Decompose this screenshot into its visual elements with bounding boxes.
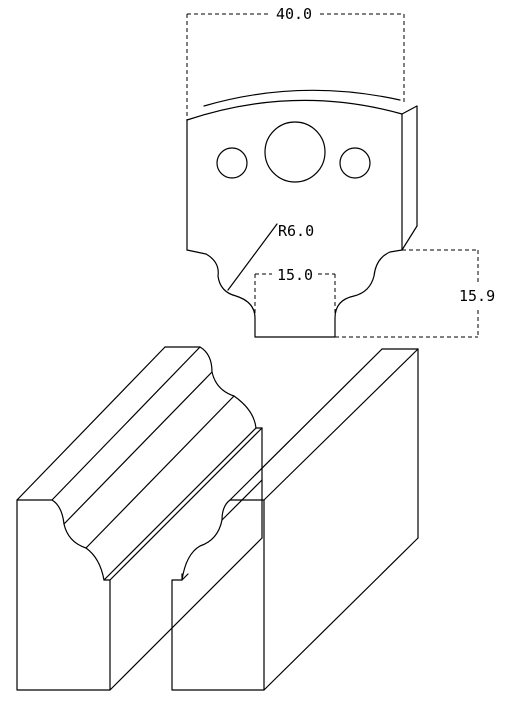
radius-dimension-label: R6.0	[278, 222, 314, 240]
knife-bottom-profile	[186, 249, 403, 338]
left-block-groove-line-2	[85, 395, 235, 549]
left-block-step-edge	[103, 427, 257, 581]
left-block-front-face	[16, 499, 111, 691]
right-block-groove-line	[221, 479, 263, 521]
left-block-right-bottom-edge	[109, 537, 263, 691]
knife-back-bottom	[401, 225, 418, 251]
width-dimension-label: 40.0	[276, 5, 312, 23]
knife-top-right-bevel	[401, 105, 418, 115]
right-block-bottom-right-edge	[263, 537, 419, 691]
knife-top-bevel-arc	[203, 89, 401, 107]
right-block-top-right-edge	[263, 348, 419, 501]
left-block-top-left-edge	[16, 346, 166, 501]
left-block	[16, 346, 263, 691]
knife-top-arc	[186, 99, 403, 121]
left-block-top-inner-edge	[51, 346, 201, 501]
right-hole	[339, 147, 371, 179]
right-block-step-line	[181, 573, 189, 581]
center-hole	[264, 121, 326, 183]
right-block-front-face	[171, 499, 265, 691]
left-block-step-edge-2	[109, 427, 263, 581]
right-block-top-inner-edge	[229, 348, 383, 501]
dimension-lines	[186, 13, 479, 338]
left-block-back-profile	[199, 346, 257, 429]
left-block-groove-line-1	[63, 371, 213, 525]
left-hole	[216, 147, 248, 179]
height-dimension-label: 15.9	[459, 287, 495, 305]
right-block	[171, 348, 419, 691]
slot-dimension-label: 15.0	[277, 266, 313, 284]
radius-leader	[227, 223, 278, 291]
knife-front-view	[186, 89, 418, 338]
